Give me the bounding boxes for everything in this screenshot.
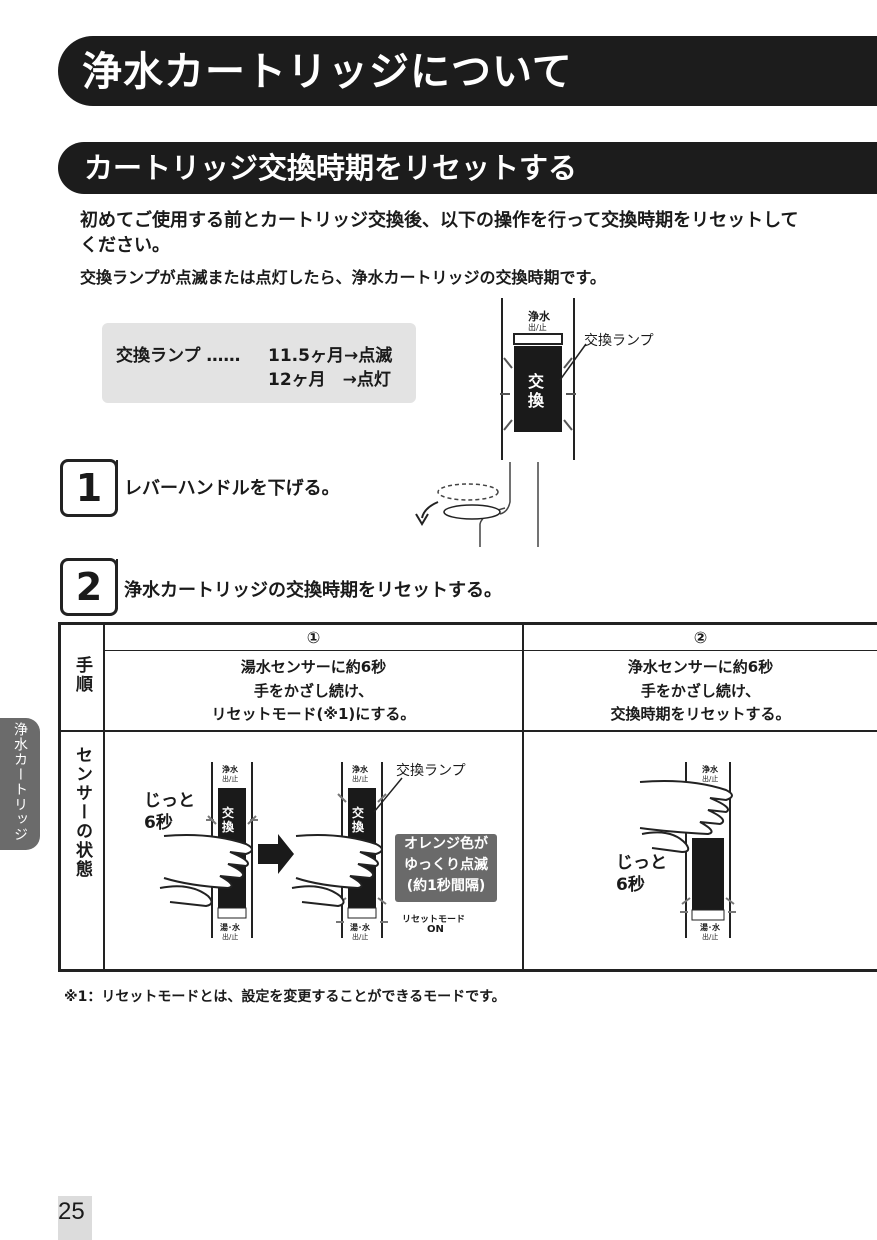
lamp-info-row-1: 11.5ヶ月→点滅 (268, 346, 393, 366)
lamp-info-label: 交換ランプ …… (116, 346, 241, 366)
step-2-text: 浄水カートリッジの交換時期をリセットする。 (124, 580, 502, 601)
wait-label-1-line-1: じっと (144, 791, 195, 811)
table-col-1-line-2: 手をかざし続け、 (253, 682, 374, 700)
panel-b-bottom-label: 湯･水 (350, 923, 370, 932)
page-title: 浄水カートリッジについて (82, 49, 573, 95)
panel-a-lamp-label: 交換 (222, 806, 235, 834)
orange-note-line-1: オレンジ色が (404, 836, 488, 852)
panel-a-top-label: 浄水 (222, 765, 238, 774)
panel-c-bottom-label: 湯･水 (700, 923, 720, 932)
reset-mode-label: リセットモード (402, 915, 466, 925)
orange-note-line-3: (約1秒間隔) (406, 878, 486, 894)
faucet-panel-illustration (500, 298, 587, 460)
sensor-illustration-step-2 (639, 762, 736, 938)
wait-label-2-line-1: じっと (616, 853, 667, 873)
panel-c-top-label: 浄水 (702, 765, 718, 774)
panel-b-lamp-label: 交換 (352, 806, 365, 834)
reset-mode-on: ON (427, 924, 444, 935)
sensor-illustration-step-1 (159, 762, 403, 938)
table-col-2-line-1: 浄水センサーに約6秒 (627, 658, 774, 676)
row-label-procedure: 手順 (72, 656, 92, 694)
side-tab (0, 718, 40, 850)
wait-label-2-line-2: 6秒 (616, 875, 645, 895)
lamp-label-top: 交換 (528, 372, 545, 410)
table-col-1-head: ① (306, 628, 321, 647)
lamp-callout-table: 交換ランプ (396, 763, 466, 779)
panel-c-bottom-sublabel: 出/止 (702, 933, 719, 941)
lever-illustration (415, 462, 539, 547)
table-col-2-head: ② (693, 628, 708, 647)
section-title: カートリッジ交換時期をリセットする (84, 151, 578, 185)
lamp-info-row-2: 12ヶ月 →点灯 (268, 370, 391, 390)
panel-label-top: 浄水 (528, 310, 550, 323)
intro-text: 初めてご使用する前とカートリッジ交換後、以下の操作を行って交換時期をリセットして… (80, 210, 799, 256)
table-col-2-line-2: 手をかざし続け、 (640, 682, 761, 700)
page-number-bg (58, 1196, 92, 1240)
lamp-info-box: 交換ランプ …… 11.5ヶ月→点滅 12ヶ月 →点灯 (102, 323, 416, 403)
step-2-number: 2 (60, 558, 118, 616)
subtitle-bar (58, 142, 877, 194)
page-number: 25 (58, 1198, 85, 1225)
panel-sublabel-top: 出/止 (528, 323, 547, 332)
panel-a-bottom-sublabel: 出/止 (222, 933, 239, 941)
step-1-text: レバーハンドルを下げる。 (124, 478, 340, 499)
orange-note-line-2: ゆっくり点滅 (404, 857, 488, 873)
title-bar (58, 36, 877, 106)
orange-blink-note: オレンジ色が ゆっくり点滅 (約1秒間隔) (395, 834, 497, 902)
lamp-note: 交換ランプが点滅または点灯したら、浄水カートリッジの交換時期です。 (80, 268, 606, 287)
footnote: ※1：リセットモードとは、設定を変更することができるモードです。 (64, 989, 506, 1005)
panel-c-top-sublabel: 出/止 (702, 775, 719, 783)
table-col-1-line-3: リセットモード(※1)にする。 (211, 705, 416, 723)
wait-label-1-line-2: 6秒 (144, 813, 173, 833)
panel-b-bottom-sublabel: 出/止 (352, 933, 369, 941)
panel-b-top-label: 浄水 (352, 765, 368, 774)
panel-a-top-sublabel: 出/止 (222, 775, 239, 783)
table-col-1-line-1: 湯水センサーに約6秒 (240, 658, 387, 676)
table-col-2-line-3: 交換時期をリセットする。 (610, 705, 791, 723)
side-tab-label: 浄水カートリッジ (12, 722, 28, 842)
lamp-callout-top: 交換ランプ (584, 333, 654, 349)
panel-a-bottom-label: 湯･水 (220, 923, 240, 932)
panel-b-top-sublabel: 出/止 (352, 775, 369, 783)
row-label-sensor: センサーの状態 (72, 746, 92, 879)
step-1-number: 1 (60, 459, 118, 517)
